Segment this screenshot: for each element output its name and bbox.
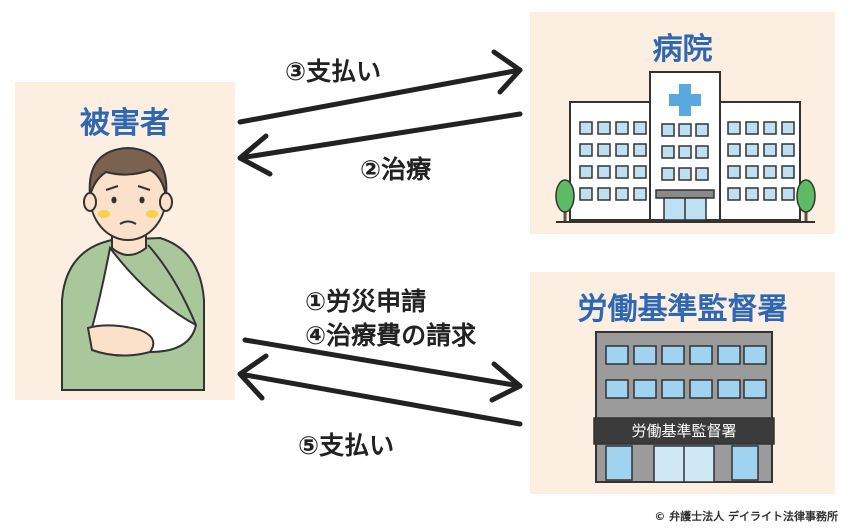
- label-pay-hospital: ③支払い: [285, 57, 382, 86]
- victim-title: 被害者: [80, 106, 170, 141]
- arrows: [237, 49, 523, 427]
- hospital-title: 病院: [652, 32, 713, 67]
- injured-person-illustration: [61, 146, 205, 391]
- label-claim: ④治療費の請求: [305, 321, 477, 350]
- label-treatment: ②治療: [360, 155, 432, 184]
- copyright-credit: © 弁護士法人 デイライト法律事務所: [654, 510, 838, 523]
- bureau-title: 労働基準監督署: [577, 292, 788, 327]
- hospital-building-illustration: [555, 71, 816, 223]
- label-pay-victim: ⑤支払い: [298, 431, 395, 460]
- labour-bureau-building-illustration: [593, 331, 775, 483]
- bureau-sign: 労働基準監督署: [631, 422, 737, 440]
- label-apply: ①労災申請: [305, 287, 427, 316]
